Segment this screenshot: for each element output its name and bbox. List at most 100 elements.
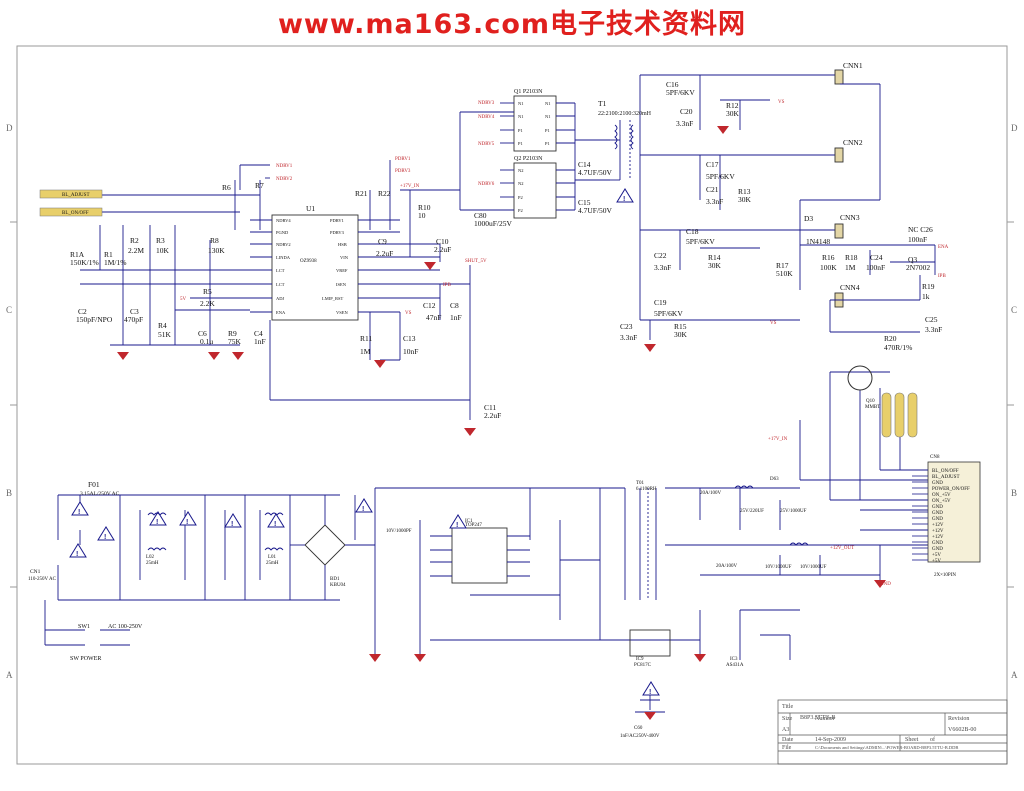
tb-size: A3 — [782, 727, 789, 733]
u1-pin-l6: LCT — [276, 282, 285, 287]
comp-l02-val: 25mH — [146, 561, 159, 566]
q1-pin-2: N1 — [518, 114, 524, 119]
comp-c11-val: 2.2uF — [484, 411, 501, 420]
comp-c19-val: 5PF/6KV — [654, 309, 683, 318]
comp-r4-val: 51K — [158, 330, 172, 339]
cn8-pin-12: +12V — [932, 535, 944, 540]
comp-r8-val: 130K — [208, 246, 225, 255]
svg-text:!: ! — [456, 522, 458, 529]
comp-r2: R2 — [130, 236, 139, 245]
comp-bd1: BD1 — [330, 577, 340, 582]
q1-pin-3: P1 — [518, 128, 523, 133]
comp-d63-val: 20A/100V — [700, 491, 722, 496]
svg-text:!: ! — [231, 521, 233, 528]
cn8-pin-11: +12V — [932, 529, 944, 534]
comp-ic1-val: TOP247 — [465, 523, 482, 528]
tb-number-label: Number — [815, 716, 835, 722]
comp-r12: R12 — [726, 101, 739, 110]
comp-c24-val: 100nF — [866, 263, 885, 272]
u1-pin-r3: HSB — [338, 242, 347, 247]
comp-t01-val: 6.1100RH — [636, 487, 657, 492]
comp-c14-val: 4.7UF/50V — [578, 168, 613, 177]
zone-left-b: B — [6, 488, 13, 498]
comp-r2-val: 2.2M — [128, 246, 144, 255]
comp-c26: NC C26 — [908, 225, 933, 234]
cn8-pin-4: POWER_ON/OFF — [932, 487, 970, 492]
u1-pin-r1: PDRV1 — [330, 218, 344, 223]
net-ena: ENA — [938, 245, 949, 250]
zone-right-b: B — [1011, 488, 1018, 498]
svg-text:!: ! — [76, 551, 78, 558]
u1-part: OZ9938 — [300, 259, 317, 264]
comp-c10: C10 — [436, 237, 449, 246]
comp-f01: F01 — [88, 480, 100, 489]
cn8-note: 2X×10PIN — [934, 573, 956, 578]
svg-text:!: ! — [156, 519, 158, 526]
net-pdrv3: PDRV3 — [395, 169, 411, 174]
comp-sw-ac: AC 100-250V — [108, 624, 143, 630]
comp-cn1-note: 110-250V AC — [28, 577, 57, 582]
comp-c4: C4 — [254, 329, 263, 338]
net-ndrv2: NDRV2 — [276, 177, 293, 182]
net-ndrv1: NDRV1 — [276, 164, 293, 169]
q1-pin-r3: P1 — [545, 128, 550, 133]
comp-r9: R9 — [228, 329, 237, 338]
comp-ic9-val: PC817C — [634, 663, 652, 668]
comp-c75-val: 25V/220UF — [740, 509, 764, 514]
comp-r15: R15 — [674, 322, 687, 331]
comp-c2: C2 — [78, 307, 87, 316]
comp-c13: C13 — [403, 334, 416, 343]
comp-q10-val: MMBT — [865, 405, 880, 410]
t1-spec: 22:2100:2100:320mH — [598, 111, 652, 117]
comp-r7: R7 — [255, 181, 264, 190]
comp-c80: C80 — [474, 211, 487, 220]
comp-q3: Q3 — [908, 255, 917, 264]
cn8-ref: CN8 — [930, 455, 940, 460]
net-pdrv1: PDRV1 — [395, 157, 411, 162]
comp-c6-val: 0.1u — [200, 337, 213, 346]
zone-right-c: C — [1011, 305, 1018, 315]
comp-q3-val: 2N7002 — [906, 263, 930, 272]
comp-c16: C16 — [666, 80, 679, 89]
comp-l01-val: 25mH — [266, 561, 279, 566]
comp-r19: R19 — [922, 282, 935, 291]
watermark-title: www.ma163.com电子技术资料网 — [277, 9, 747, 40]
svg-text:!: ! — [362, 506, 364, 513]
comp-l01: L01 — [268, 555, 277, 560]
comp-r9-val: 75K — [228, 337, 242, 346]
comp-c24: C24 — [870, 253, 883, 262]
comp-r1a-val: 150K/1% — [70, 258, 99, 267]
comp-l02: L02 — [146, 555, 155, 560]
comp-c22: C22 — [654, 251, 667, 260]
q2-label: Q2 P2103N — [514, 156, 543, 162]
cn8-pin-10: +12V — [932, 523, 944, 528]
comp-c73-val: 10V/1000PF — [386, 529, 412, 534]
net-gnd: GND — [880, 582, 891, 587]
net-5v: 5V — [180, 297, 187, 302]
q1-pin-1: N1 — [518, 101, 524, 106]
comp-c78-val: 10V/1000UF — [800, 565, 827, 570]
net-shut: SHUT_5V — [465, 259, 487, 264]
comp-c14: C14 — [578, 160, 591, 169]
zone-right-d: D — [1011, 123, 1018, 133]
u1-pin-l4: LINDA — [276, 255, 291, 260]
q2-pin-1: N2 — [518, 168, 524, 173]
cn8-pin-14: GND — [932, 547, 943, 552]
net-vs-1: VS — [778, 100, 785, 105]
svg-text:!: ! — [649, 689, 651, 696]
comp-c21-val: 3.3nF — [706, 197, 723, 206]
cn8-pin-13: GND — [932, 541, 943, 546]
comp-c20-val: 3.3nF — [676, 119, 693, 128]
comp-c10-val: 2.2uF — [434, 245, 451, 254]
comp-c80-val: 1000uF/25V — [474, 219, 513, 228]
u1-pin-l5: LCT — [276, 268, 285, 273]
comp-c6: C6 — [198, 329, 207, 338]
comp-c17-val: 5PF/6KV — [706, 172, 735, 181]
comp-ic3: IC3 — [730, 657, 738, 662]
comp-r1a: R1A — [70, 250, 85, 259]
q1-pin-r2: N1 — [545, 114, 551, 119]
cnn4-label: CNN4 — [840, 283, 860, 292]
comp-r3-val: 10K — [156, 246, 170, 255]
